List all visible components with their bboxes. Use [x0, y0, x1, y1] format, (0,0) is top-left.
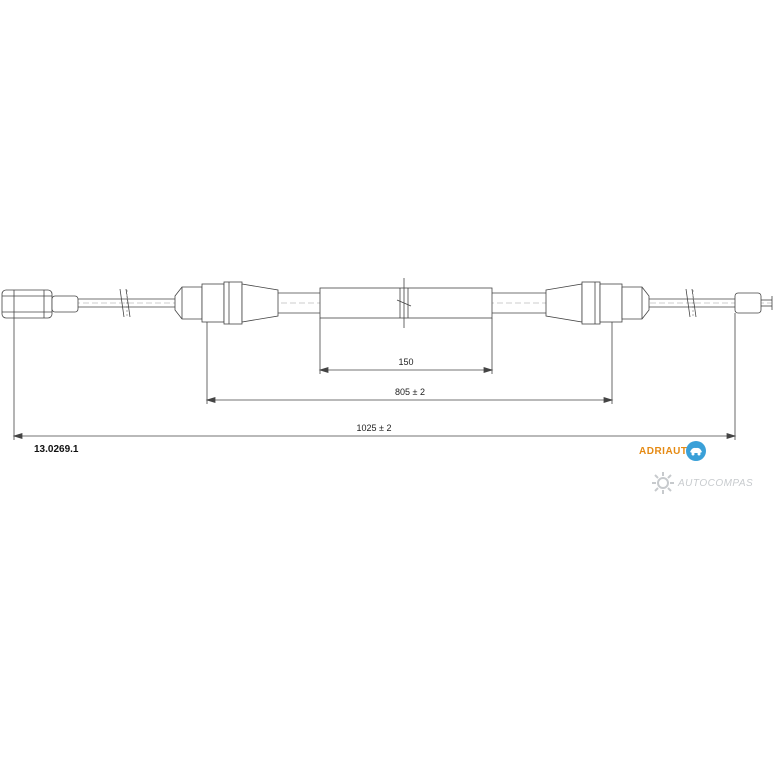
sheath-tube-right — [492, 292, 546, 314]
right-sheath-ferrule — [545, 281, 650, 325]
left-inner-wire — [78, 288, 175, 318]
dimension-805 — [205, 322, 614, 404]
gear-icon — [652, 472, 674, 494]
center-sleeve — [319, 278, 493, 328]
right-end-nipple — [734, 292, 773, 314]
brand-logo: ADRIAUT — [639, 440, 706, 462]
dimension-805-label: 805 ± 2 — [395, 387, 425, 397]
sheath-tube-left — [278, 292, 320, 314]
brand-logo-text: ADRIAUT — [639, 445, 688, 457]
part-number: 13.0269.1 — [34, 444, 79, 455]
dimension-1025-label: 1025 ± 2 — [357, 423, 392, 433]
dimension-1025 — [12, 313, 737, 440]
dimension-150 — [318, 318, 494, 374]
brand-badge-icon — [685, 441, 706, 461]
left-end-fitting — [1, 289, 79, 319]
dimension-150-label: 150 — [398, 357, 413, 367]
watermark-text: AUTOCOMPAS — [678, 477, 754, 489]
right-inner-wire — [649, 288, 735, 318]
watermark: AUTOCOMPAS — [650, 470, 753, 496]
left-sheath-ferrule — [174, 281, 279, 325]
